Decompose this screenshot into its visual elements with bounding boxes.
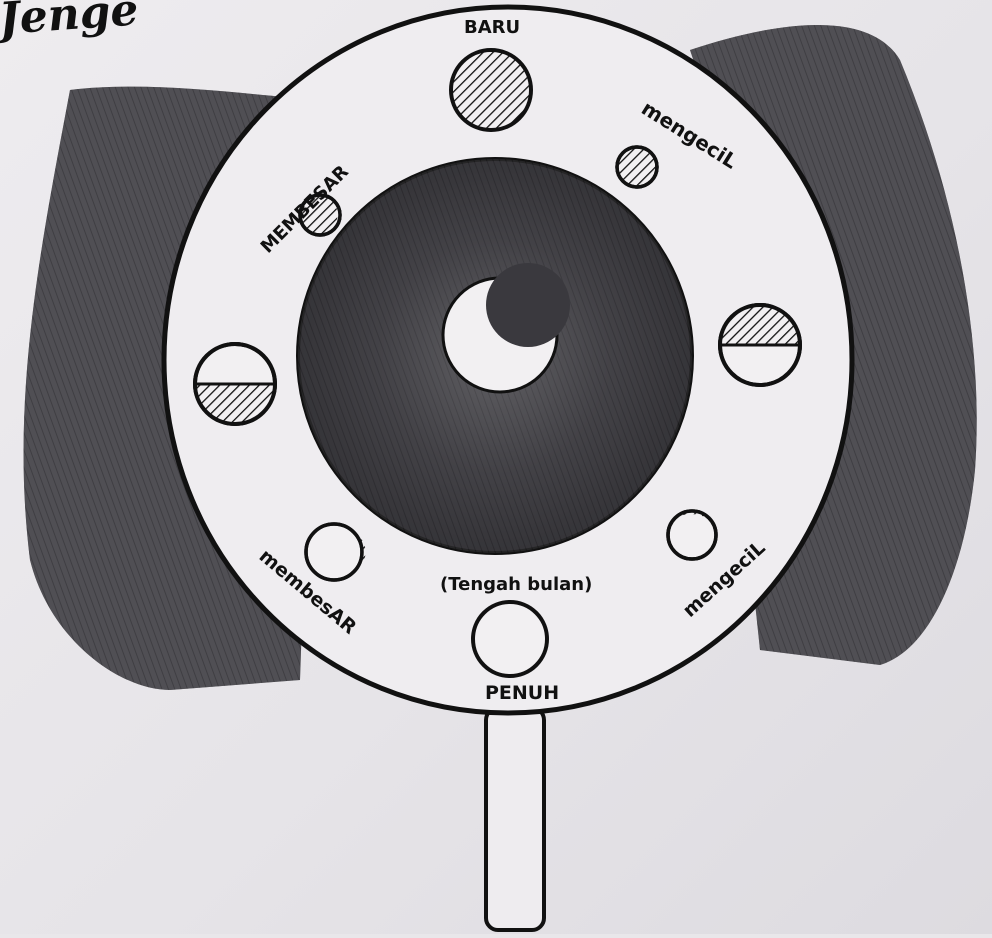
phase-waning-bottom-circle <box>668 511 716 559</box>
label-penuh: PENUH <box>485 682 559 704</box>
phase-new-moon-circle <box>451 50 531 130</box>
label-center-note: (Tengah bulan) <box>440 574 592 595</box>
partial-title: Jenge <box>0 0 140 45</box>
disk-handle <box>486 708 544 930</box>
label-baru: BARU <box>464 17 520 38</box>
phase-full-moon-circle <box>473 602 547 676</box>
phase-right-half-circle <box>720 305 800 385</box>
phase-waning-top-circle <box>617 147 657 187</box>
phase-left-half-circle <box>195 344 275 424</box>
